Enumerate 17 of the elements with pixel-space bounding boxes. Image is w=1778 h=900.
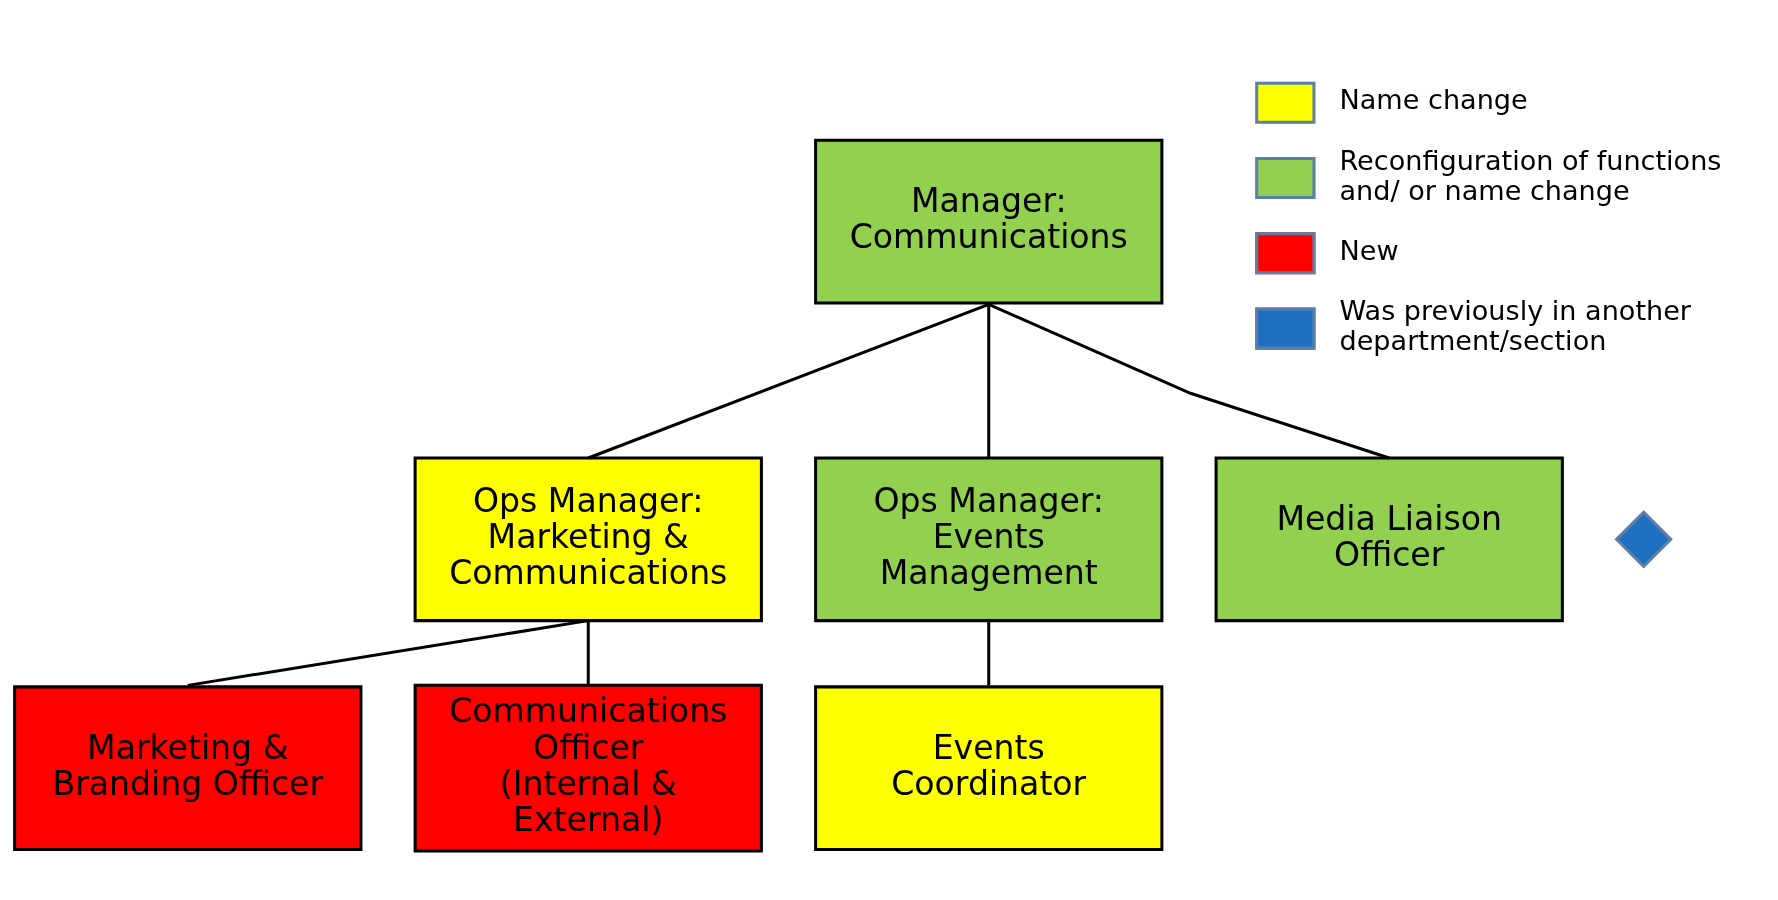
node-box: Manager: Communications: [814, 138, 1164, 304]
legend-label: Was previously in another department/section: [1339, 294, 1692, 356]
node-box: Marketing & Branding Officer: [13, 684, 363, 851]
node-box: Ops Manager: Marketing & Communications: [413, 456, 763, 622]
legend-label: Reconfiguration of functions and/ or name change: [1339, 144, 1722, 206]
connector: [987, 303, 991, 458]
node-box: Communications Officer (Internal & External): [413, 683, 763, 852]
node-box: Events Coordinator: [814, 684, 1164, 851]
connector: [587, 302, 990, 459]
connector: [586, 620, 590, 685]
legend-label: Name change: [1339, 83, 1528, 115]
connector: [987, 620, 991, 685]
node-diamond: [1614, 509, 1673, 569]
node-box: Ops Manager: Events Management: [814, 456, 1164, 622]
legend-label: New: [1339, 234, 1399, 266]
node-box: Media Liaison Officer: [1214, 456, 1564, 622]
connector: [988, 302, 1390, 459]
